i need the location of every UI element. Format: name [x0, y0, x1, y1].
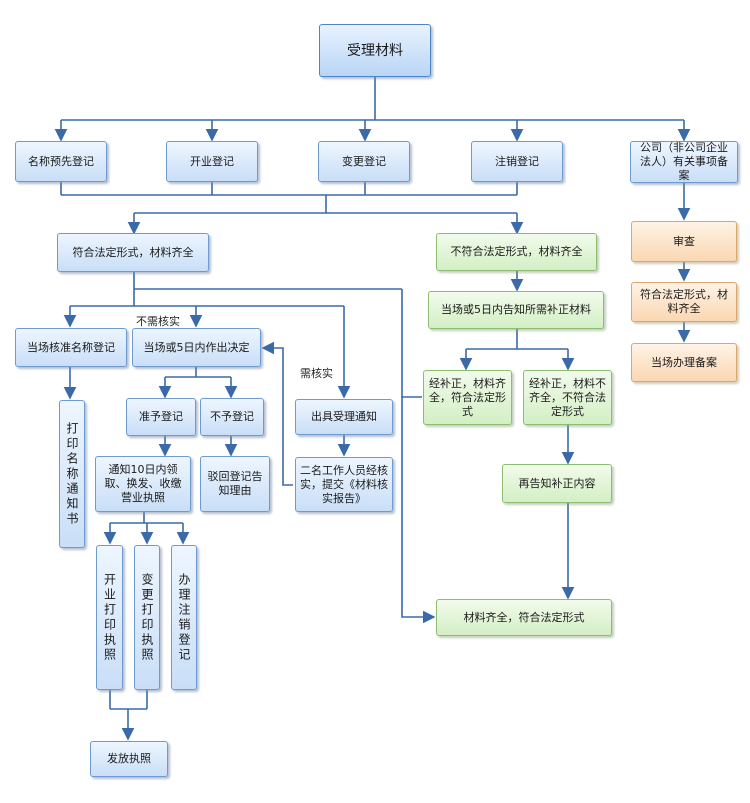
final-compliant-box: 材料齐全，符合法定形式: [436, 599, 612, 636]
inform-supplement-box: 当场或5日内告知所需补正材料: [428, 291, 604, 329]
non-compliant-box: 不符合法定形式，材料齐全: [436, 233, 597, 271]
filing-compliant-box: 符合法定形式，材料齐全: [631, 282, 737, 322]
print-open-box: 开业打印执照: [96, 545, 123, 690]
acceptance-notice-box: 出具受理通知: [295, 399, 393, 435]
open-registration-box: 开业登记: [166, 141, 258, 182]
filing-registration-box: 公司（非公司企业法人）有关事项备案: [630, 141, 738, 183]
handle-cancel-box: 办理注销登记: [171, 545, 197, 690]
supplement-bad-box: 经补正，材料不齐全，不符合法定形式: [523, 370, 612, 425]
approve-box: 准予登记: [126, 398, 196, 436]
inform-again-box: 再告知补正内容: [502, 464, 612, 503]
need-verify-label: 需核实: [300, 367, 333, 380]
reject-box: 不予登记: [200, 398, 264, 436]
print-name-notice-box: 打印名称通知书: [59, 400, 85, 548]
change-registration-box: 变更登记: [318, 141, 410, 182]
approve-name-now-box: 当场核准名称登记: [15, 328, 127, 367]
decide-5days-box: 当场或5日内作出决定: [132, 328, 261, 367]
supplement-ok-box: 经补正，材料齐全，符合法定形式: [423, 370, 512, 425]
two-staff-verify-box: 二名工作人员经核实，提交《材料核实报告》: [295, 457, 393, 512]
reject-notice-box: 驳回登记告知理由: [200, 456, 270, 512]
filing-done-box: 当场办理备案: [631, 343, 737, 382]
issue-license-box: 发放执照: [90, 741, 168, 777]
cancel-registration-box: 注销登记: [471, 141, 563, 182]
name-pre-registration-box: 名称预先登记: [15, 141, 107, 182]
print-change-box: 变更打印执照: [134, 545, 160, 690]
notify-10days-box: 通知10日内领取、换发、收缴营业执照: [95, 456, 191, 512]
compliant-box: 符合法定形式，材料齐全: [57, 233, 209, 272]
review-box: 审查: [631, 221, 737, 262]
accept-materials-box: 受理材料: [319, 24, 431, 77]
no-verify-label: 不需核实: [136, 315, 180, 328]
